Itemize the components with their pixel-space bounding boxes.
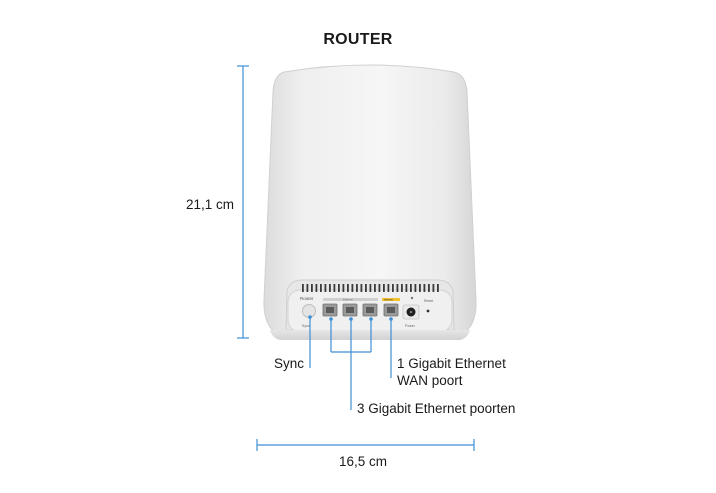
wan-callout-line1: 1 Gigabit Ethernet [397, 356, 506, 371]
ethernet-port-1 [322, 303, 338, 317]
vent-grille [302, 284, 439, 292]
panel-sync-label: Sync [302, 324, 310, 328]
wan-callout-label: 1 Gigabit Ethernet WAN poort [397, 355, 506, 389]
panel-power-label: Power [405, 324, 416, 328]
ethernet-label-strip: Ethernet [323, 298, 378, 302]
width-label: 16,5 cm [339, 454, 388, 469]
status-led [410, 296, 414, 300]
lan-callout-label: 3 Gigabit Ethernet poorten [357, 401, 516, 416]
internet-label-tag: Internet [382, 298, 400, 302]
panel-brand-label: Router [300, 296, 314, 301]
sync-callout-line [308, 315, 312, 368]
height-label: 21,1 cm [186, 197, 235, 212]
panel-reset-label: Reset [424, 299, 433, 303]
height-dimension-line [237, 65, 249, 339]
lan-callout-bracket [329, 317, 373, 410]
ethernet-port-3 [362, 303, 378, 317]
wan-callout-line2: WAN poort [397, 373, 463, 388]
wan-port [383, 303, 399, 317]
power-jack [402, 304, 420, 320]
ethernet-port-2 [342, 303, 358, 317]
sync-callout-label: Sync [274, 356, 305, 371]
panel-ethernet-label: Ethernet [343, 298, 353, 302]
wan-callout-line [389, 317, 393, 378]
width-dimension-line [256, 439, 475, 451]
panel-internet-label: Internet [384, 298, 393, 302]
reset-hole [426, 309, 430, 313]
page-title: ROUTER [323, 31, 393, 48]
